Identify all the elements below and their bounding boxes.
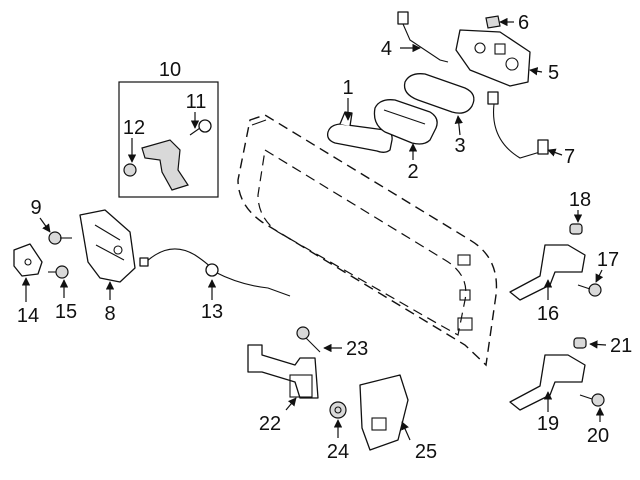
callout-19: 19 [537,413,559,435]
callout-21: 21 [610,335,632,357]
callout-8: 8 [104,303,115,325]
part-22-check-strap [247,344,319,399]
part-11-bolt [189,119,212,136]
part-24-nut [329,401,347,419]
part-21-cap [573,337,587,349]
callout-2: 2 [407,161,418,183]
part-17-bolt [577,283,602,297]
callout-labels: 1 2 3 4 5 6 7 8 9 10 11 12 13 14 15 16 1… [17,12,632,463]
part-8-latch [79,209,136,283]
callout-12: 12 [123,117,145,139]
group-box-10 [118,81,219,198]
callout-24: 24 [327,441,349,463]
part-19-hinge [509,354,586,411]
part-20-bolt [579,393,605,407]
part-12-bracket [123,139,189,191]
callout-5: 5 [548,62,559,84]
callout-25: 25 [415,441,437,463]
part-18-cap [569,223,583,235]
callout-3: 3 [454,135,465,157]
callout-17: 17 [597,249,619,271]
part-25-cover [359,374,409,451]
part-7-cable [487,91,549,159]
callout-18: 18 [569,189,591,211]
callout-14: 14 [17,305,39,327]
callout-22: 22 [259,413,281,435]
part-9-screw [48,231,72,245]
callout-1: 1 [342,77,353,99]
callout-13: 13 [201,301,223,323]
callout-15: 15 [55,301,77,323]
part-13-cable [139,248,291,297]
callout-10: 10 [159,59,181,81]
part-16-hinge [509,244,586,301]
callout-11: 11 [186,91,207,113]
callout-20: 20 [587,425,609,447]
callout-16: 16 [537,303,559,325]
leader-lines [21,17,607,441]
part-2-bezel [373,99,438,145]
callout-4: 4 [381,38,392,60]
part-4-rod [397,11,449,63]
part-14-striker [13,243,43,277]
part-6-clip [485,15,501,29]
callout-23: 23 [346,338,368,360]
door-outline [237,114,498,367]
callout-6: 6 [518,12,529,34]
part-15-screw [48,265,69,279]
part-5-bracket [455,29,531,87]
part-3-outer-handle [403,73,475,114]
callout-9: 9 [30,197,41,219]
part-23-bolt [296,326,321,353]
callout-7: 7 [564,146,575,168]
